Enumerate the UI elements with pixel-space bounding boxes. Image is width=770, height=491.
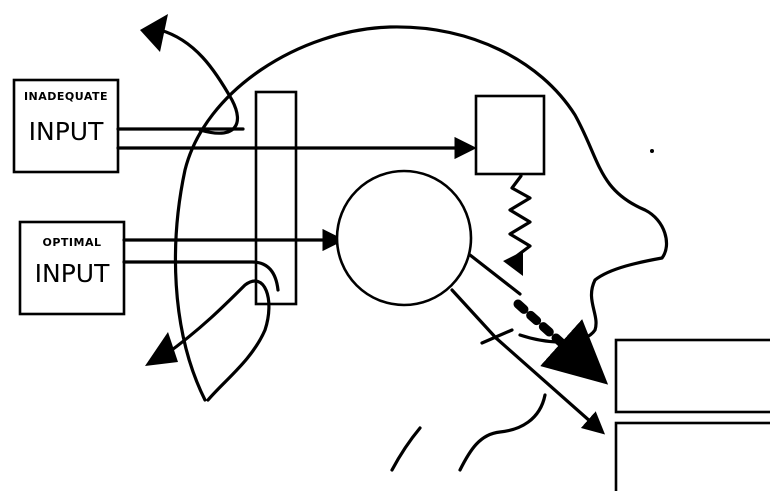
output-channel-lower [452,290,496,338]
upper-arrowhead [140,14,168,52]
neck-outline [392,428,420,470]
lower-deflected-arrow [165,281,269,400]
inadequate-label-bottom: INPUT [29,117,104,146]
central-processor-circle [337,171,471,305]
output-box-upper [616,340,770,412]
zigzag-connector [510,176,530,270]
lower-arrowhead [145,332,178,366]
optimal-label-bottom: INPUT [35,259,110,288]
filter-bar [256,92,296,304]
output-channel-upper [470,255,520,294]
speck [650,149,654,153]
output-channel-divider [482,330,512,343]
memory-box [476,96,544,174]
optimal-input-box: OPTIMAL INPUT [20,222,124,314]
output-channel-lower-extension [496,338,600,430]
chin-outline [460,395,545,470]
optimal-label-top: OPTIMAL [43,236,102,249]
output-box-lower [616,423,770,491]
inadequate-input-box: INADEQUATE INPUT [14,80,118,172]
inadequate-label-top: INADEQUATE [24,90,108,103]
upper-deflected-arrow [160,30,237,133]
